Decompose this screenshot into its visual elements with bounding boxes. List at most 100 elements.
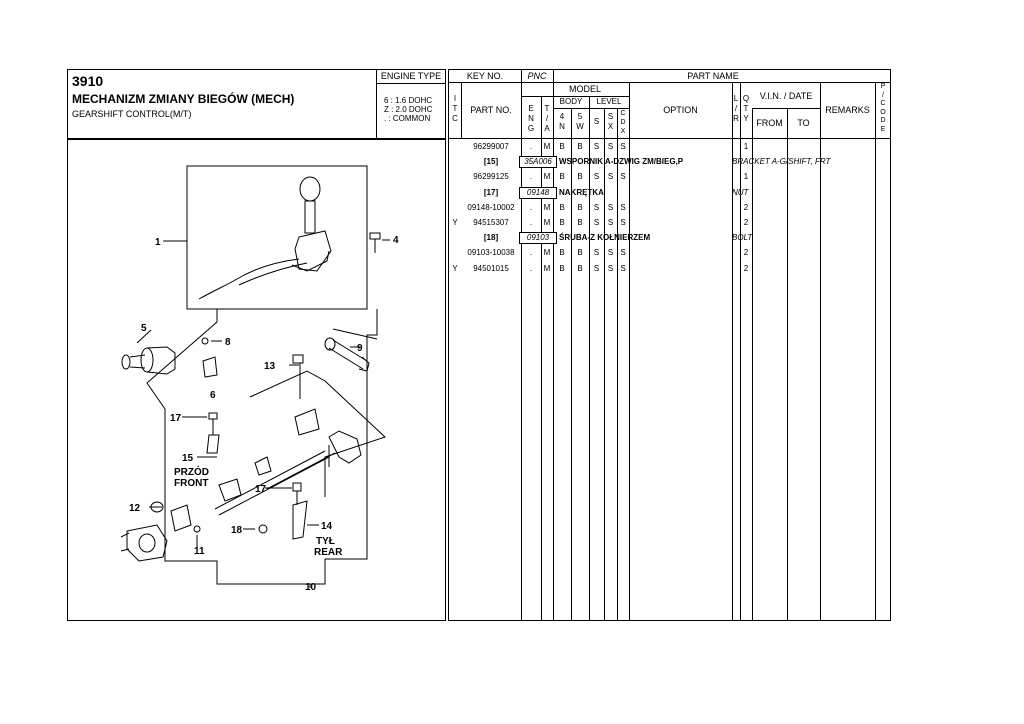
row-part-name-pl: NAKRĘTKA	[559, 187, 604, 197]
section-code: 3910	[72, 73, 104, 89]
row-eng: .	[529, 248, 533, 258]
row-qty: 2	[743, 263, 749, 273]
part-name-header: PART NAME	[687, 71, 739, 81]
lr-header: L/R	[733, 94, 739, 123]
row-s: S	[593, 248, 600, 258]
row-4n: B	[559, 202, 565, 212]
s-header: S	[593, 117, 600, 126]
engine-type-1: 6 : 1.6 DOHC	[384, 96, 433, 105]
row-sx: S	[607, 202, 614, 212]
row-part-no: 94515307	[473, 218, 509, 227]
page-title: MECHANIZM ZMIANY BIEGÓW (MECH)	[72, 92, 295, 106]
row-5w: B	[577, 248, 583, 258]
body-header: BODY	[559, 97, 583, 106]
row-ta: M	[543, 202, 551, 212]
row-key-no: [18]	[483, 233, 499, 243]
row-4n: B	[559, 263, 565, 273]
row-part-name-en: NUT	[732, 187, 749, 197]
row-part-name-en: BRACKET A-G/SHIFT, FRT	[732, 157, 831, 167]
rear-label-pl: TYŁ	[316, 536, 335, 547]
row-cdx: S	[620, 202, 626, 212]
key-no-header: KEY NO.	[466, 71, 504, 81]
row-sx: S	[607, 218, 614, 227]
row-4n: B	[559, 248, 565, 258]
model-header: MODEL	[568, 84, 601, 94]
row-ta: M	[543, 263, 551, 273]
row-sx: S	[607, 172, 614, 182]
row-eng: .	[529, 202, 533, 212]
vin-date-header: V.I.N. / DATE	[759, 91, 813, 101]
row-eng: .	[529, 218, 533, 227]
row-4n: B	[559, 142, 565, 151]
row-pnc: 09103	[519, 232, 557, 245]
row-itc: Y	[452, 263, 458, 273]
row-part-no: 94501015	[473, 263, 509, 273]
callout-14: 14	[321, 521, 333, 532]
row-pnc: 35A006	[519, 156, 557, 169]
row-pnc: 09148	[519, 186, 557, 199]
engine-type-2: Z : 2.0 DOHC	[384, 105, 433, 114]
part-no-header: PART NO.	[470, 105, 512, 115]
callout-17b: 17	[255, 484, 267, 495]
row-part-no: 96299125	[473, 172, 509, 182]
row-eng: .	[529, 142, 533, 151]
row-key-no: [17]	[483, 187, 499, 197]
diagram-box	[67, 139, 446, 621]
engine-type-label: ENGINE TYPE	[380, 71, 442, 81]
row-ta: M	[543, 248, 551, 258]
row-5w: B	[577, 172, 583, 182]
callout-13: 13	[264, 361, 276, 372]
level-header: LEVEL	[596, 97, 622, 106]
callout-17a: 17	[170, 413, 182, 424]
row-eng: .	[529, 263, 533, 273]
callout-1: 1	[155, 237, 161, 248]
row-eng: .	[529, 172, 533, 182]
from-header: FROM	[756, 118, 783, 128]
exploded-diagram: 1 4 5 8 6 13 9 17 15 17 12 11 18 14 10 P…	[120, 165, 399, 593]
callout-15: 15	[182, 453, 194, 464]
row-qty: 2	[743, 202, 749, 212]
row-cdx: S	[620, 142, 626, 151]
row-part-no: 09103-10038	[467, 248, 515, 258]
callout-4: 4	[393, 235, 399, 246]
row-qty: 1	[743, 142, 749, 151]
row-cdx: S	[620, 263, 626, 273]
row-cdx: S	[620, 218, 626, 227]
row-part-name-pl: ŚRUBA-Z KOŁNIERZEM	[559, 233, 651, 243]
callout-5: 5	[141, 323, 147, 334]
row-s: S	[593, 263, 600, 273]
row-part-name-pl: WSPORNIK A-DZWIG ZM/BIEG,P	[559, 157, 684, 167]
front-label-en: FRONT	[174, 478, 208, 489]
row-5w: B	[577, 218, 583, 227]
engine-type-3: . : COMMON	[384, 114, 431, 123]
row-itc: Y	[452, 218, 458, 227]
page-subtitle: GEARSHIFT CONTROL(M/T)	[72, 109, 192, 119]
remarks-header: REMARKS	[825, 105, 870, 115]
rear-label-en: REAR	[314, 547, 343, 558]
row-5w: B	[577, 202, 583, 212]
row-cdx: S	[620, 172, 626, 182]
row-sx: S	[607, 248, 614, 258]
row-4n: B	[559, 172, 565, 182]
to-header: TO	[797, 118, 810, 128]
row-ta: M	[543, 218, 551, 227]
callout-10: 10	[305, 582, 317, 593]
row-cdx: S	[620, 248, 626, 258]
callout-6: 6	[210, 390, 216, 401]
row-s: S	[593, 172, 600, 182]
front-label-pl: PRZÓD	[174, 465, 209, 478]
row-s: S	[593, 218, 600, 227]
row-part-name-en: BOLT	[732, 233, 753, 243]
row-qty: 1	[743, 172, 749, 182]
option-header: OPTION	[663, 105, 698, 115]
callout-18: 18	[231, 525, 243, 536]
row-qty: 2	[743, 218, 749, 227]
row-sx: S	[607, 142, 614, 151]
ta-header: T/A	[544, 104, 550, 133]
row-part-no: 96299007	[473, 142, 509, 151]
